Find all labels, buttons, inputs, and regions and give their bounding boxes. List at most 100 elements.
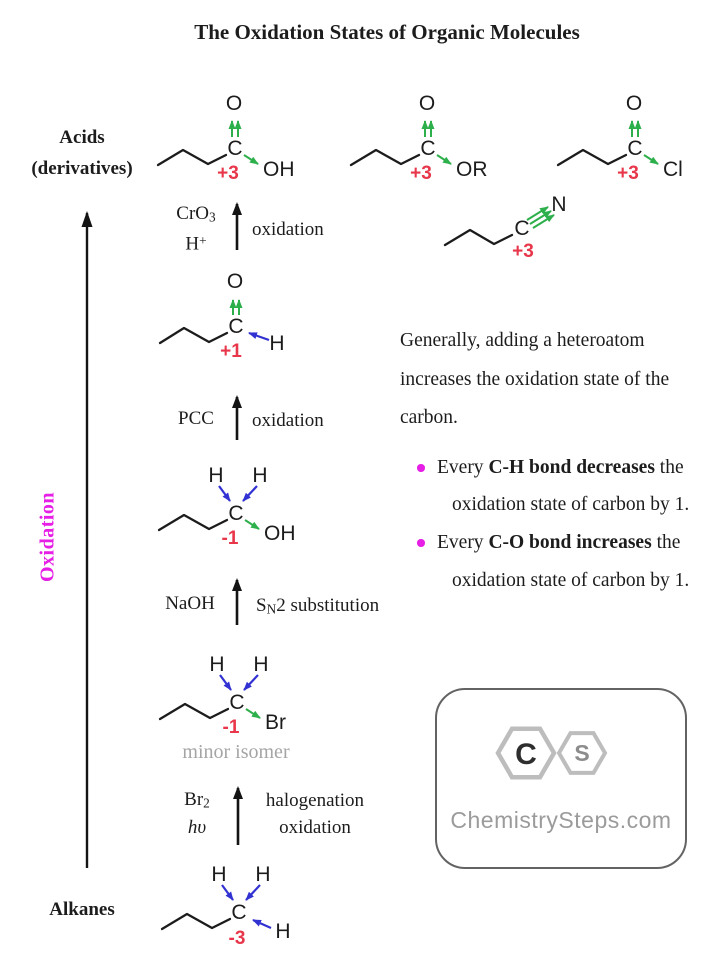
bond-chain xyxy=(556,148,628,167)
reagents-step4: Br2 hυ xyxy=(166,788,228,840)
bond-chain xyxy=(158,702,230,721)
molecule-aldehyde: O C H +1 xyxy=(158,270,285,362)
atom-h: H xyxy=(269,332,284,355)
ch-bond-arrow-icon xyxy=(248,331,270,342)
atom-h: H xyxy=(209,653,224,676)
atom-o: O xyxy=(626,92,642,115)
ch-bond-arrow-icon xyxy=(221,884,234,901)
bond-chain xyxy=(349,148,421,167)
c-oh-bond-arrow-icon xyxy=(243,154,259,165)
c-cl-bond-arrow-icon xyxy=(643,154,659,165)
oxidation-state: -3 xyxy=(229,928,246,949)
c-oh-bond-arrow-icon xyxy=(244,519,260,530)
molecule-carboxylic-acid: O C OH +3 xyxy=(156,92,295,184)
acids-label-line1: Acids xyxy=(59,127,105,148)
bond-chain xyxy=(156,148,228,167)
group-oh: OH xyxy=(264,522,296,545)
cn-bond-arrow-icon xyxy=(532,214,555,229)
ch-bond-arrow-icon xyxy=(252,918,272,930)
atom-c: C xyxy=(420,137,435,160)
step4-label-line2: oxidation xyxy=(279,817,351,838)
atom-n: N xyxy=(551,193,566,216)
acids-label-line2: (derivatives) xyxy=(31,158,133,179)
atom-c: C xyxy=(228,315,243,338)
bullet2-line2: oxidation state of carbon by 1. xyxy=(452,570,690,591)
c-br-bond-arrow-icon xyxy=(245,708,261,719)
ch-bond-arrow-icon xyxy=(219,674,232,691)
bond-chain xyxy=(157,513,229,532)
atom-h: H xyxy=(252,464,267,487)
step4-label: halogenation oxidation xyxy=(256,787,374,841)
atom-h: H xyxy=(255,863,270,886)
oxidation-axis-label: Oxidation xyxy=(36,491,59,583)
chemistrysteps-logo-box: C S ChemistrySteps.com xyxy=(435,688,687,869)
oxidation-state: +1 xyxy=(220,341,242,362)
minor-isomer-note: minor isomer xyxy=(182,741,290,763)
oxidation-state: +3 xyxy=(617,163,639,184)
ch-bond-arrow-icon xyxy=(242,485,258,502)
logo-site-text: ChemistrySteps.com xyxy=(450,807,672,833)
note-line2: increases the oxidation state of the xyxy=(400,368,670,390)
logo-letter-s: S xyxy=(574,740,589,766)
atom-o: O xyxy=(227,270,243,293)
oxidation-state: -1 xyxy=(223,717,240,738)
atom-o: O xyxy=(419,92,435,115)
acids-label: Acids (derivatives) xyxy=(8,122,156,184)
hexagon-s xyxy=(556,731,608,775)
note-line3: carbon. xyxy=(400,407,458,428)
group-oh: OH xyxy=(263,158,295,181)
atom-h: H xyxy=(275,920,290,943)
oxidation-state: -1 xyxy=(222,528,239,549)
atom-c: C xyxy=(627,137,642,160)
reagent-br2: Br2 xyxy=(184,789,210,811)
bond-chain xyxy=(160,912,232,931)
molecule-bromide: H H C Br -1 minor isomer xyxy=(158,653,290,763)
step2-label: oxidation xyxy=(252,410,324,431)
cn-bond-arrow-icon xyxy=(526,206,549,221)
molecule-alkane: H H C H -3 xyxy=(160,863,291,949)
heteroatom-note: Generally, adding a heteroatom increases… xyxy=(400,322,669,438)
bullet1-line1: Every C-H bond decreases the xyxy=(437,457,684,478)
bullet2-line1: Every C-O bond increases the xyxy=(437,532,681,553)
ch-bond-arrow-icon xyxy=(218,485,231,502)
step1-label: oxidation xyxy=(252,219,324,240)
oxidation-state: +3 xyxy=(410,163,432,184)
bond-chain xyxy=(158,326,229,345)
atom-c: C xyxy=(227,137,242,160)
bond-chain xyxy=(443,228,514,247)
atom-c: C xyxy=(228,502,243,525)
c-or-bond-arrow-icon xyxy=(436,154,452,165)
alkanes-label: Alkanes xyxy=(49,899,115,920)
ch-bond-arrow-icon xyxy=(245,884,261,901)
logo-letter-c: C xyxy=(515,738,537,771)
reagents-step1: CrO3 H+ xyxy=(156,202,236,255)
atom-h: H xyxy=(211,863,226,886)
reagent-pcc: PCC xyxy=(178,408,214,429)
hexagon-c xyxy=(495,726,557,780)
atom-c: C xyxy=(514,217,529,240)
atom-c: C xyxy=(229,691,244,714)
ch-bond-arrow-icon xyxy=(243,674,259,691)
group-cl: Cl xyxy=(663,158,683,181)
step3-label: SN2 substitution xyxy=(256,595,380,617)
step4-label-line1: halogenation xyxy=(265,790,365,811)
note-line1: Generally, adding a heteroatom xyxy=(400,330,645,351)
reagent-cro3: CrO3 xyxy=(176,203,216,225)
atom-c: C xyxy=(231,901,246,924)
bullet1-dot xyxy=(417,464,425,472)
group-or: OR xyxy=(456,158,488,181)
reagent-h-plus: H+ xyxy=(185,232,207,255)
atom-o: O xyxy=(226,92,242,115)
atom-h: H xyxy=(208,464,223,487)
chemistrysteps-logo-icon: C S xyxy=(495,726,608,780)
group-br: Br xyxy=(265,711,286,734)
bullet2-dot xyxy=(417,539,425,547)
reagent-naoh: NaOH xyxy=(165,593,215,614)
reagent-hv: hυ xyxy=(187,816,207,838)
molecule-alcohol: H H C OH -1 xyxy=(157,464,296,549)
atom-h: H xyxy=(253,653,268,676)
molecule-nitrile: C N +3 xyxy=(443,193,567,262)
molecule-acyl-chloride: O C Cl +3 xyxy=(556,92,683,184)
page-title: The Oxidation States of Organic Molecule… xyxy=(194,20,580,44)
